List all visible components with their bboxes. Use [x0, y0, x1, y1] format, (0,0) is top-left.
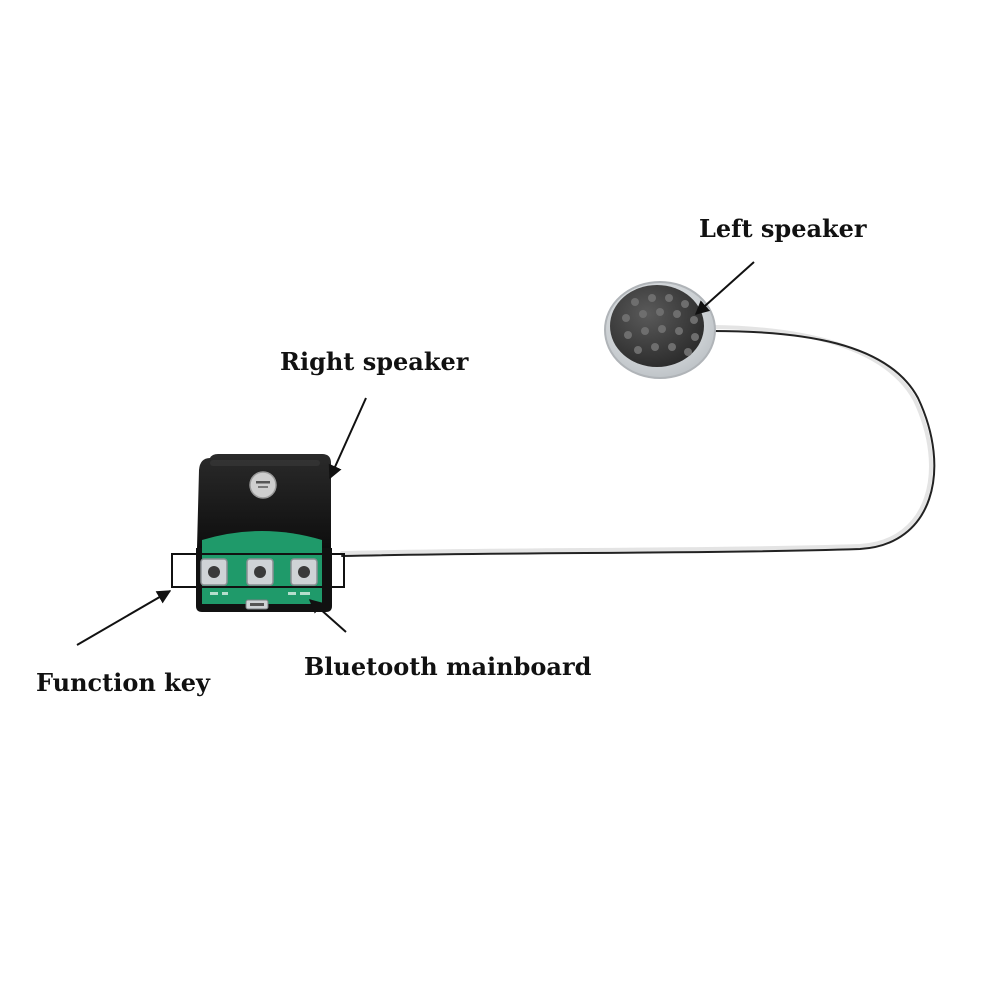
function-key-arrow: [76, 590, 172, 646]
micro-usb-port-icon: [245, 599, 269, 610]
right-speaker-label: Right speaker: [280, 347, 469, 376]
right-speaker-icon: [197, 454, 331, 548]
function-key-highlight-box: [171, 553, 345, 588]
push-button-icon: [200, 558, 318, 586]
left-speaker-icon: [604, 281, 716, 379]
left-speaker-arrow: [694, 261, 755, 315]
bluetooth-mainboard-arrow: [308, 599, 347, 633]
bluetooth-mainboard-icon: [196, 531, 332, 612]
cable: [340, 325, 936, 557]
function-key-label: Function key: [36, 668, 211, 697]
right-speaker-arrow: [328, 397, 367, 480]
bluetooth-mainboard-label: Bluetooth mainboard: [304, 652, 592, 681]
speaker-grille-holes: [622, 294, 699, 356]
left-speaker-label: Left speaker: [699, 214, 867, 243]
